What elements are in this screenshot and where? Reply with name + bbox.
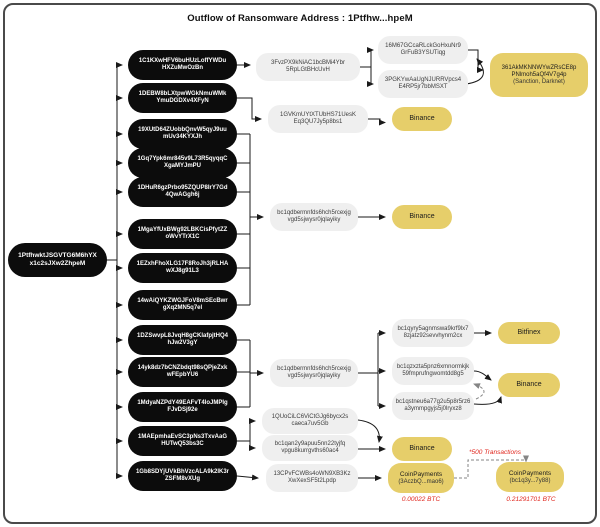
address-node-g4[interactable]: bc1qdbermnfds6hch5rcexjg vgd5sjwysr0jqla… (270, 359, 358, 387)
exchange-node-binance-2[interactable]: Binance (392, 205, 452, 229)
address-node-g11[interactable]: bc1qzxzta5pnz6xmnormkjk 59fmprufngwomtdd… (392, 357, 474, 385)
address-node-b2[interactable]: 1DEBW8bLXtpwWGkNmuWMk YmuDGDXv4XFyN (128, 83, 237, 113)
exchange-node-binance-3[interactable]: Binance (498, 373, 560, 397)
coinpayments-label: CoinPayments (508, 469, 552, 477)
coinpayments-address-label: (3AczbQ...mao6) (398, 478, 444, 485)
address-node-g5[interactable]: 1QUoCiLC6ViCtGJg6bycx2s caeca7uv5Gb (262, 408, 358, 434)
address-node-g1[interactable]: 3FvzPX9kNiAC1bcBMi4Ybr 5RpLGtBHcUvH (256, 53, 360, 81)
coinpayments-label: CoinPayments (399, 470, 443, 478)
exchange-node-binance-4[interactable]: Binance (392, 437, 452, 461)
diagram-title: Outflow of Ransomware Address : 1Ptfhw..… (187, 13, 413, 24)
address-node-b9[interactable]: 1DZSwvpL8JvqH8gCKlafpjtHQ4 hJw2V3gY (128, 325, 237, 355)
address-node-b7[interactable]: 1EZxhFhoXLG17F8RoJh3jRLHA wXJ8g91L3 (128, 253, 237, 283)
address-node-g9[interactable]: 3PGKYwAaUgNJURRVpcs4 E4RP5jr7bbMSXT (378, 70, 468, 98)
address-node-b12[interactable]: 1MAEpmhaEvSC3pNs3TxvAaG HUTwQ53bs3C (128, 426, 237, 456)
address-node-b13[interactable]: 1Gb8SDYjUVkBhVzcALA9k2lK3r ZSFM8vXUg (128, 461, 237, 491)
address-node-b4[interactable]: 1Gq7Ypk6mr845v9L73R5qyqqC XgaMYJmPU (128, 148, 237, 178)
amount-label-left: 0.00022 BTC (401, 496, 441, 503)
address-node-b1[interactable]: 1C1KXwHFV6buHUzLoffYWDu HXZuMwOzBn (128, 50, 237, 80)
transaction-count-label: *500 Transactions (469, 449, 521, 456)
address-node-g7[interactable]: 13CPvFCWBs4oWN9XB3Kz XwXexSF5t2Lpdp (266, 464, 358, 492)
exchange-node-coinpayments-1[interactable]: CoinPayments (3AczbQ...mao6) (388, 463, 454, 493)
sanction-tag-label: (Sanction, Darknet) (513, 78, 565, 85)
address-node-g3[interactable]: bc1qdbermnfds6hch5rcexjg vgd5sjwysr0jqla… (270, 203, 358, 231)
address-node-b10[interactable]: 14yk8dz7bCNZbdqt98sQPjeZxk wFEpbYU6 (128, 357, 237, 387)
address-node-b5[interactable]: 1DHuR6gzPrbo95ZQUP8IrY7Gd 4QwAGgh6j (128, 177, 237, 207)
address-node-b3[interactable]: 19XUtD64ZUobbQnvW5qyJ9uu mUv34KYXJh (128, 119, 237, 149)
sanction-address-label: 361AkMKNNWYwZRsCE8p PNlmoh5aQf4V7g4p (501, 64, 577, 78)
coinpayments-address-label: (bc1q3y...7y88) (509, 477, 551, 484)
address-node-g10[interactable]: bc1qyry5agnmswa9krf9lx7 8zjatz92sevvhynm… (392, 319, 474, 347)
exchange-node-binance-1[interactable]: Binance (392, 107, 452, 131)
address-node-g2[interactable]: 1GVKmUYtXTUbHS71UesK Eq3QU7Jy5p8bs1 (268, 105, 368, 133)
amount-label-right: 0.21291701 BTC (506, 496, 556, 503)
exchange-node-coinpayments-2[interactable]: CoinPayments (bc1q3y...7y88) (496, 462, 564, 492)
address-node-b11[interactable]: 1MdyaNZPdY49EAFvT4loJMPIg FJvDSj92e (128, 392, 237, 422)
sanction-darknet-node[interactable]: 361AkMKNNWYwZRsCE8p PNlmoh5aQf4V7g4p (Sa… (490, 53, 588, 97)
address-node-g6[interactable]: bc1qan2y9apuu5nn22tyjfq vpgu8kurrgvths60… (262, 435, 358, 461)
address-node-b6[interactable]: 1MgaYfUxBWg92LBKCisPfytZZ oWvYTrX1C (128, 219, 237, 249)
address-node-g8[interactable]: 16M67GCcaRLckGoHxuNr9 GrFuB3YSUTiqg (378, 36, 468, 64)
address-node-b8[interactable]: 14wAiQYKZWGJFoV8mSEcBwr gXq2MN5q7el (128, 290, 237, 320)
address-node-g12[interactable]: bc1qstneu6a77g2u5p8r5rz6 a3ymmpgyjs5j0lr… (392, 392, 474, 420)
source-address-node[interactable]: 1PtfhwktJSGVTG6M6hYX x1c2sJXw2ZhpeM (8, 243, 107, 277)
exchange-node-bitfinex[interactable]: Bitfinex (498, 322, 560, 344)
